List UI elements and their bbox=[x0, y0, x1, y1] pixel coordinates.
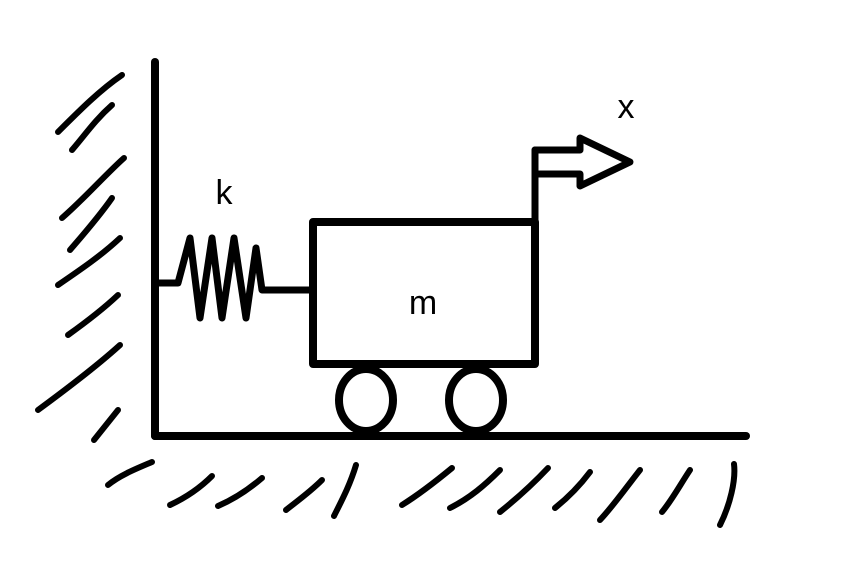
spring bbox=[151, 234, 317, 322]
wall-hatching bbox=[35, 72, 127, 443]
mass-label: m bbox=[409, 284, 437, 322]
spring-label: k bbox=[216, 174, 234, 212]
displacement-arrow-icon bbox=[531, 134, 634, 190]
displacement-label: x bbox=[618, 88, 635, 126]
ground-hatching bbox=[105, 459, 738, 528]
left-wheel bbox=[335, 365, 397, 435]
mass-block bbox=[309, 218, 539, 368]
right-wheel bbox=[445, 365, 507, 435]
